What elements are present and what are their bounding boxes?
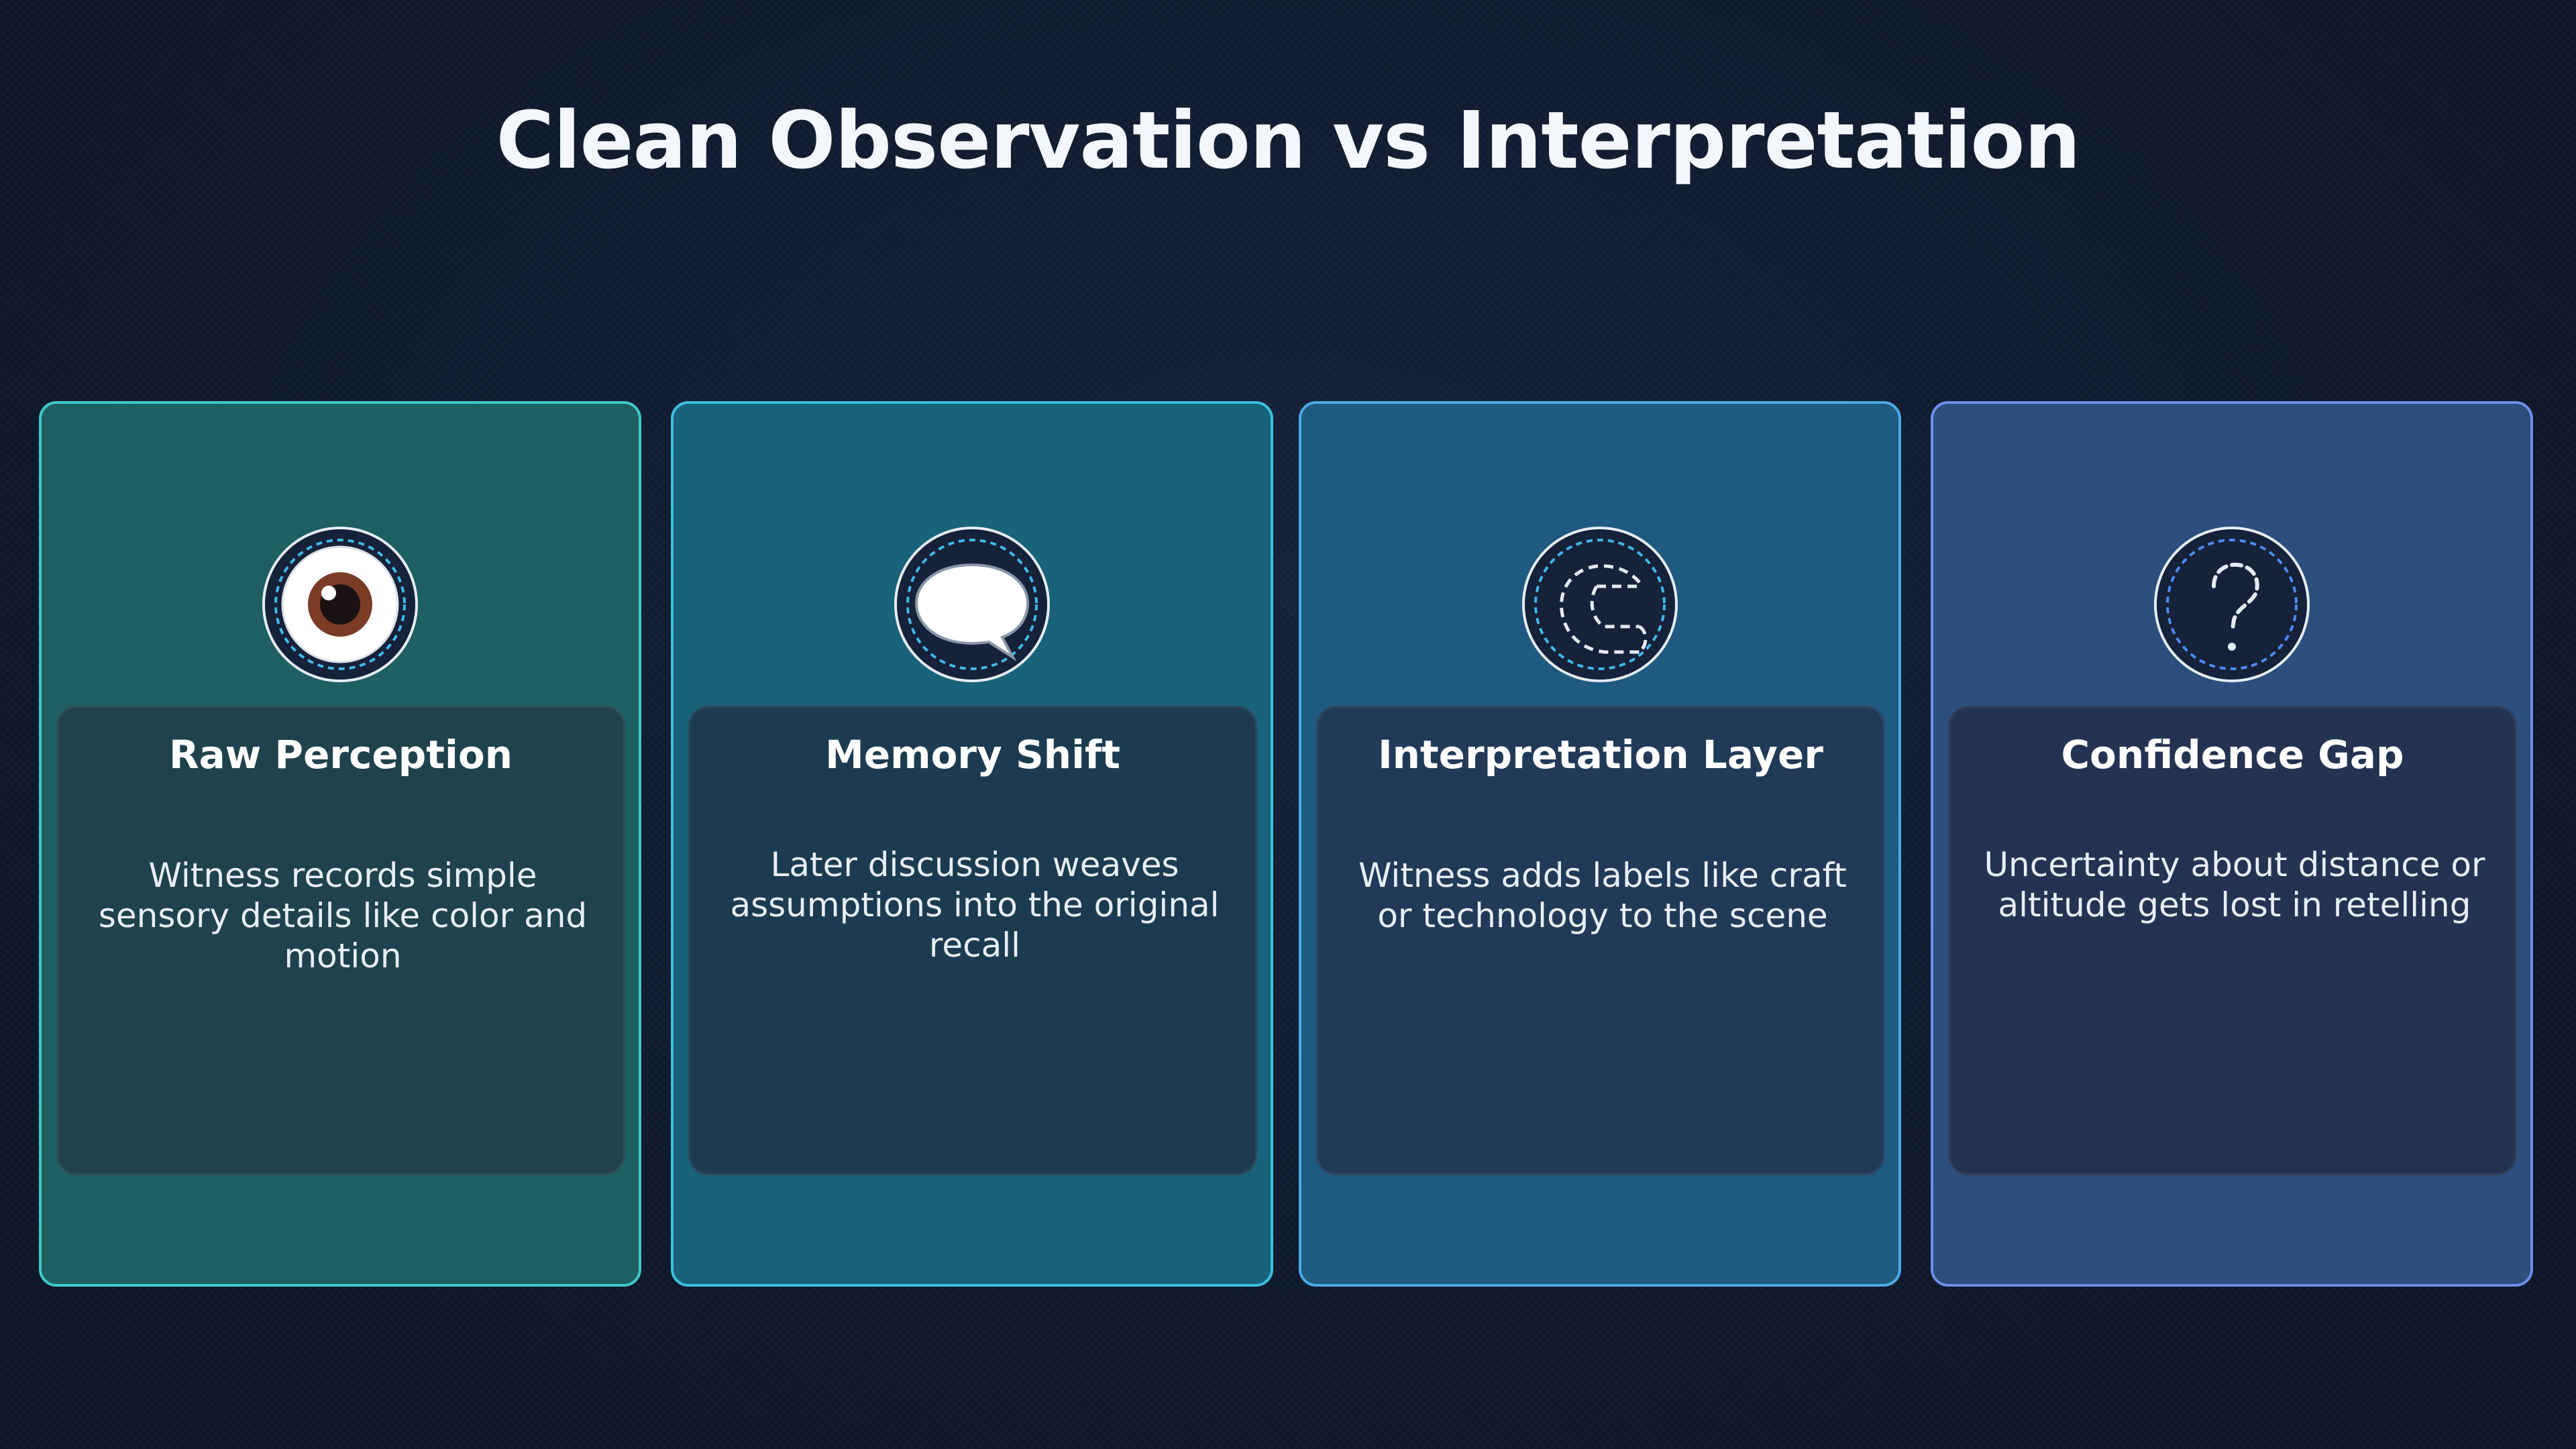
card-confidence-gap: Confidence Gap Uncertainty about distanc… [1931, 401, 2533, 1287]
page-title: Clean Observation vs Interpretation [496, 94, 2080, 186]
card-heading: Interpretation Layer [1378, 732, 1823, 777]
craft-outline-icon [1521, 526, 1678, 683]
card-heading: Memory Shift [825, 732, 1120, 777]
card-description: Witness adds labels like craft or techno… [1358, 856, 1847, 935]
card-heading: Raw Perception [168, 732, 513, 777]
card-description: Uncertainty about distance or altitude g… [1984, 845, 2485, 924]
card-description: Later discussion weaves assumptions into… [730, 845, 1220, 965]
card-panel: Confidence Gap Uncertainty about distanc… [1948, 706, 2517, 1175]
eye-icon [262, 526, 419, 683]
card-panel: Interpretation Layer Witness adds labels… [1316, 706, 1885, 1175]
card-panel: Memory Shift Later discussion weaves ass… [688, 706, 1257, 1175]
card-raw-perception: Raw Perception Witness records simple se… [39, 401, 641, 1287]
speech-bubble-icon [894, 526, 1051, 683]
card-interpretation-layer: Interpretation Layer Witness adds labels… [1299, 401, 1901, 1287]
card-panel: Raw Perception Witness records simple se… [56, 706, 625, 1175]
question-mark-icon [2153, 526, 2310, 683]
card-heading: Confidence Gap [2061, 732, 2404, 777]
card-memory-shift: Memory Shift Later discussion weaves ass… [671, 401, 1273, 1287]
card-description: Witness records simple sensory details l… [98, 856, 588, 975]
